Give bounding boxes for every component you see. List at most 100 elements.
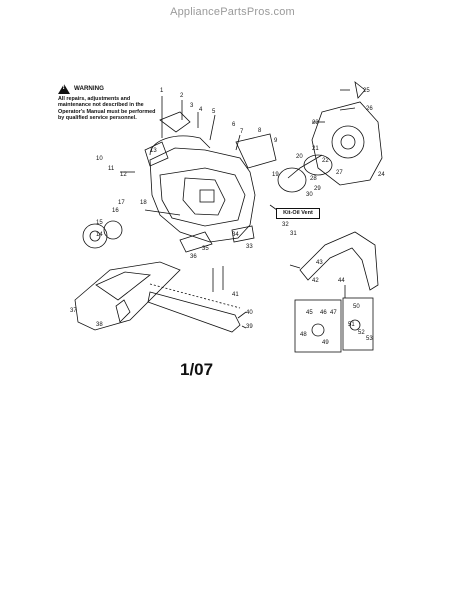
- starter-linkage: [287, 154, 323, 179]
- callout: 53: [366, 336, 373, 342]
- cylinder: [182, 177, 226, 216]
- callout: 45: [306, 310, 313, 316]
- parts-box-45-49: [294, 299, 342, 353]
- parts-box-50-53: [342, 297, 374, 351]
- guide-bar: [147, 291, 241, 333]
- callout: 48: [300, 332, 307, 338]
- callout: 13: [150, 148, 157, 154]
- callout: 23: [312, 120, 319, 126]
- callout: 3: [190, 103, 194, 109]
- leader-26: [339, 107, 356, 111]
- callout: 10: [96, 156, 103, 162]
- callout: 8: [258, 128, 262, 134]
- callout: 18: [140, 200, 147, 206]
- callout: 33: [246, 244, 253, 250]
- lever-part: [144, 141, 169, 167]
- front-handle: [299, 231, 379, 291]
- callout: 5: [212, 109, 216, 115]
- callout: 41: [232, 292, 239, 298]
- callout: 44: [338, 278, 345, 284]
- callout: 28: [310, 176, 317, 182]
- air-filter-cover: [235, 133, 277, 169]
- clutch-drum: [82, 223, 108, 249]
- callout: 16: [112, 208, 119, 214]
- callout: 32: [282, 222, 289, 228]
- callout: 26: [366, 106, 373, 112]
- date-code: 1/07: [180, 360, 214, 379]
- kit-oil-vent-label: Kit-Oil Vent: [276, 208, 320, 219]
- callout: 7: [240, 129, 244, 135]
- warning-text: All repairs, adjustments and maintenance…: [58, 96, 156, 122]
- leader-18: [144, 209, 181, 216]
- callout: 39: [246, 324, 253, 330]
- callout: 4: [199, 107, 203, 113]
- callout: 1: [160, 88, 164, 94]
- engine-housing-inner: [159, 167, 246, 227]
- callout: 40: [246, 310, 253, 316]
- starter-cover: [311, 101, 383, 186]
- starter-pulley: [331, 125, 365, 159]
- sub-part-48: [311, 323, 325, 337]
- callout: 17: [118, 200, 125, 206]
- leader-7: [235, 134, 241, 151]
- site-watermark: AppliancePartsPros.com: [170, 6, 295, 18]
- callout: 20: [296, 154, 303, 160]
- throttle-trigger: [159, 111, 191, 133]
- callout: 15: [96, 220, 103, 226]
- oil-pump: [179, 231, 213, 253]
- callout: 29: [314, 186, 321, 192]
- starter-hub: [340, 134, 356, 150]
- callout: 42: [312, 278, 319, 284]
- warning-title: WARNING: [74, 84, 104, 92]
- callout: 31: [290, 231, 297, 237]
- screw-42: [289, 264, 301, 269]
- warning-notice: WARNING All repairs, adjustments and mai…: [58, 84, 158, 122]
- bar-nut: [115, 299, 131, 323]
- callout: 27: [336, 170, 343, 176]
- leader-40: [237, 311, 247, 319]
- callout: 35: [202, 246, 209, 252]
- pump-bracket: [231, 225, 255, 243]
- clutch-side-cover: [74, 261, 181, 331]
- sprocket: [103, 220, 123, 240]
- leader-39: [241, 325, 247, 329]
- callout: 51: [348, 322, 355, 328]
- sub-part-51: [349, 319, 361, 331]
- callout: 30: [306, 192, 313, 198]
- callout: 47: [330, 310, 337, 316]
- callout: 6: [232, 122, 236, 128]
- callout: 43: [316, 260, 323, 266]
- diagram-linework: [74, 81, 383, 353]
- clutch-hub: [89, 230, 101, 242]
- callout: 25: [363, 88, 370, 94]
- callout: 12: [120, 172, 127, 178]
- callout: 46: [320, 310, 327, 316]
- leader-5: [209, 114, 216, 141]
- callout-numbers: 1 2 3 4 5 6 7 8 9 10 11 12 13 14 15 16 1…: [70, 88, 385, 346]
- callout: 34: [232, 232, 239, 238]
- warning-triangle-icon: [58, 84, 70, 94]
- callout: 19: [272, 172, 279, 178]
- warning-header: WARNING: [58, 84, 158, 94]
- top-handle-curve: [149, 135, 211, 156]
- callout: 38: [96, 322, 103, 328]
- engine-housing: [149, 147, 256, 243]
- cylinder-port: [199, 189, 215, 203]
- callout: 36: [190, 254, 197, 260]
- callout: 11: [108, 166, 115, 172]
- saw-chain: [149, 283, 241, 309]
- callout: 37: [70, 308, 77, 314]
- flywheel: [303, 154, 333, 176]
- grip-25: [354, 81, 366, 99]
- callout: 24: [378, 172, 385, 178]
- callout: 22: [322, 158, 329, 164]
- callout: 2: [180, 93, 184, 99]
- callout: 14: [96, 232, 103, 238]
- cover-detail: [95, 271, 152, 301]
- callout: 9: [274, 138, 278, 144]
- callout: 50: [353, 304, 360, 310]
- callout: 52: [358, 330, 365, 336]
- callout: 21: [312, 146, 319, 152]
- callout: 49: [322, 340, 329, 346]
